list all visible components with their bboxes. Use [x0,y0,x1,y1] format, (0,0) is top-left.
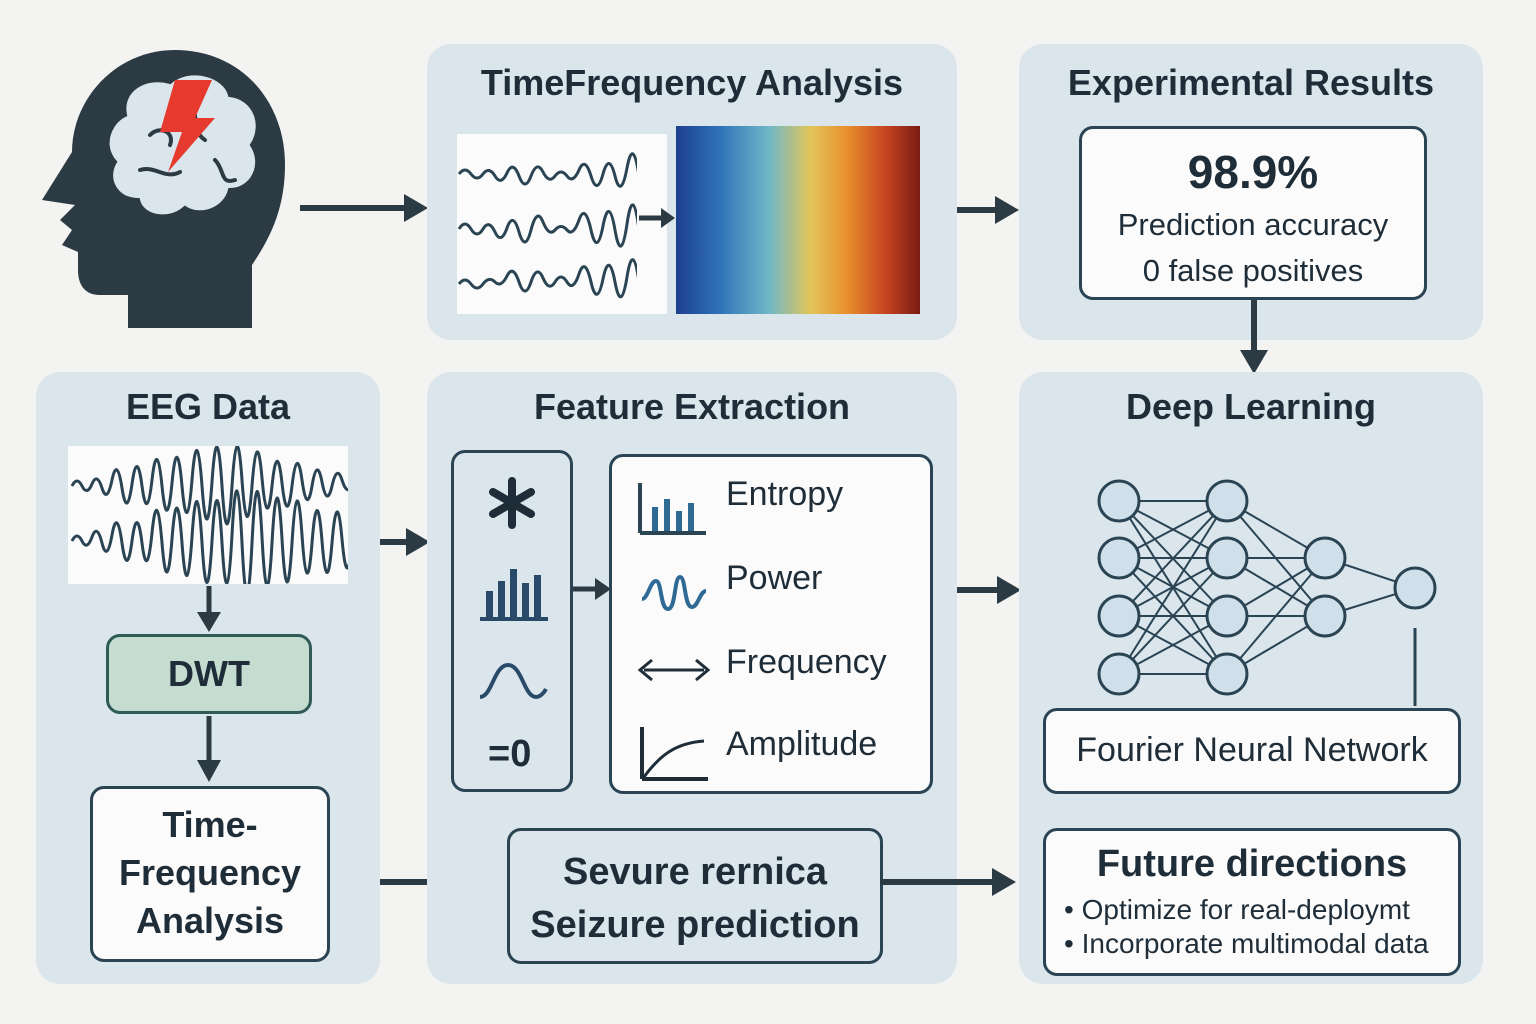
fourier-network-label: Fourier Neural Network [1076,731,1428,769]
fourier-network-box: Fourier Neural Network [1043,708,1461,794]
sine-wave-icon [476,657,550,707]
brain-head-icon [30,40,290,335]
saturation-curve-icon [638,725,710,783]
tf-line-2: Frequency [118,852,302,893]
arrow-eeg-to-features [380,528,430,556]
future-item-1: • Optimize for real-deploymt [1064,894,1410,925]
arrow-wave-to-spectrogram [639,208,675,228]
future-item-2: • Incorporate multimodal data [1064,928,1429,959]
tf-line-1: Time- [162,804,258,845]
arrow-features-to-deep [957,576,1021,604]
tf-analysis-box: Time- Frequency Analysis [90,786,330,962]
future-item-1-text: Optimize for real-deploymt [1081,894,1410,925]
prediction-line-1: Sevure rernica [562,851,828,893]
seizure-prediction-box: Sevure rernica Seizure prediction [507,828,883,964]
asterisk-icon [484,475,540,531]
lightning-bolt-icon [160,80,215,172]
panel-title: Deep Learning [1125,386,1377,427]
feature-icon-column: =0 [451,450,573,792]
future-directions-box: Future directions • Optimize for real-de… [1043,828,1461,976]
nn-node [1205,536,1249,580]
nn-node [1303,594,1347,638]
feature-amplitude: Amplitude [726,725,878,763]
nn-node [1097,594,1141,638]
feature-list-box: Entropy Power Frequency Amplitude [609,454,933,794]
arrow-prediction-to-future [880,868,1016,896]
nn-node [1097,479,1141,523]
entropy-bar-icon [636,481,708,537]
results-panel: Experimental Results 98.9% Prediction ac… [1019,44,1483,340]
eeg-signal-box [68,446,348,584]
accuracy-box: 98.9% Prediction accuracy 0 false positi… [1079,126,1427,300]
nn-node [1205,652,1249,696]
arrow-results-to-deep [1240,300,1268,374]
accuracy-label: Prediction accuracy [1117,207,1389,242]
equals-zero-glyph: =0 [488,733,532,775]
nn-connection [1118,500,1228,675]
power-wave-icon [640,567,710,617]
nn-node [1097,536,1141,580]
dwt-label: DWT [168,653,250,694]
panel-title: Experimental Results [1067,62,1435,103]
eeg-waveform-box [457,134,667,314]
feature-extraction-panel: Feature Extraction =0 Entropy Power [427,372,957,984]
dwt-box: DWT [106,634,312,714]
deep-learning-panel: Deep Learning Fourier Neural Network Fut… [1019,372,1483,984]
arrow-dwt-to-tf [197,716,221,782]
arrow-tf-to-results [957,196,1019,224]
double-arrow-icon [636,653,712,687]
nn-connection [1226,557,1326,675]
false-positives: 0 false positives [1142,253,1364,288]
prediction-line-2: Seizure prediction [530,904,860,946]
nn-connection [1118,500,1228,617]
arrow-head-to-tf [300,194,428,222]
nn-node [1393,566,1437,610]
spectrogram-image [676,126,920,314]
accuracy-value: 98.9% [1187,146,1319,198]
nn-node [1303,536,1347,580]
future-title: Future directions [1096,843,1408,885]
nn-connection [1118,557,1228,675]
feature-frequency: Frequency [726,643,887,681]
eeg-data-panel: EEG Data DWT Time- Frequency Analysis [36,372,380,984]
future-item-2-text: Incorporate multimodal data [1081,928,1429,959]
tf-analysis-panel: TimeFrequency Analysis [427,44,957,340]
arrow-eeg-to-dwt [197,586,221,632]
panel-title: EEG Data [125,386,291,427]
bar-chart-icon [478,561,550,623]
arrow-icons-to-list [573,578,611,600]
panel-title: Feature Extraction [533,386,851,427]
tf-line-3: Analysis [135,900,285,941]
panel-title: TimeFrequency Analysis [480,62,904,103]
feature-power: Power [726,559,823,597]
nn-node [1097,652,1141,696]
nn-node [1205,594,1249,638]
nn-node [1205,479,1249,523]
neural-network-graphic [1089,476,1449,706]
feature-entropy: Entropy [726,475,844,513]
